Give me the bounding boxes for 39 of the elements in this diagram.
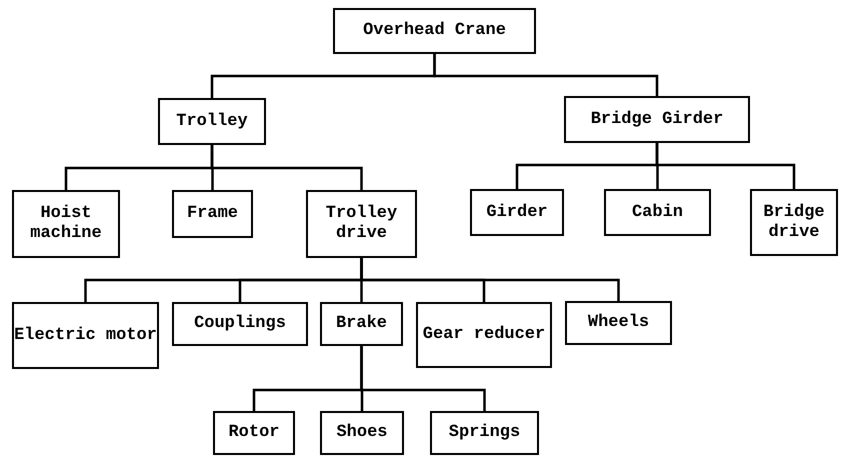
component-label: Trolley drive [324,204,398,244]
component-box [430,411,539,455]
component-box [172,190,253,238]
connector-line [360,258,620,301]
component-label: Couplings [194,314,286,334]
component-box [750,189,838,256]
component-box [564,96,750,143]
connector-line [433,54,658,96]
component-label: Cabin [632,202,683,222]
component-label: Bridge drive [762,202,826,242]
component-box [158,98,266,145]
component-box [320,411,404,455]
component-label: Shoes [336,423,388,443]
component-box [416,302,552,368]
component-label: Bridge Girder [590,110,724,130]
connector-line [656,143,796,189]
component-box [12,190,120,258]
component-box [604,189,711,236]
component-box [565,301,672,345]
component-label: Overhead Crane [363,21,506,41]
connector-line [360,346,486,411]
component-box [12,302,159,369]
component-label: Electric motor [14,326,157,346]
component-label: Springs [448,423,520,443]
component-box [320,302,403,346]
component-label: Girder [486,202,548,222]
component-label: Brake [336,314,387,334]
component-label: Trolley [176,112,248,132]
component-box [306,190,417,258]
component-label: Frame [186,204,238,224]
component-label: Wheels [588,313,650,333]
component-label: Rotor [228,423,280,443]
component-box [213,411,295,455]
component-box [333,8,536,54]
component-label: Gear reducer [422,325,546,345]
component-box [172,302,308,346]
connector-line [210,145,363,190]
component-label: Hoist machine [29,204,103,244]
component-box [470,189,564,236]
